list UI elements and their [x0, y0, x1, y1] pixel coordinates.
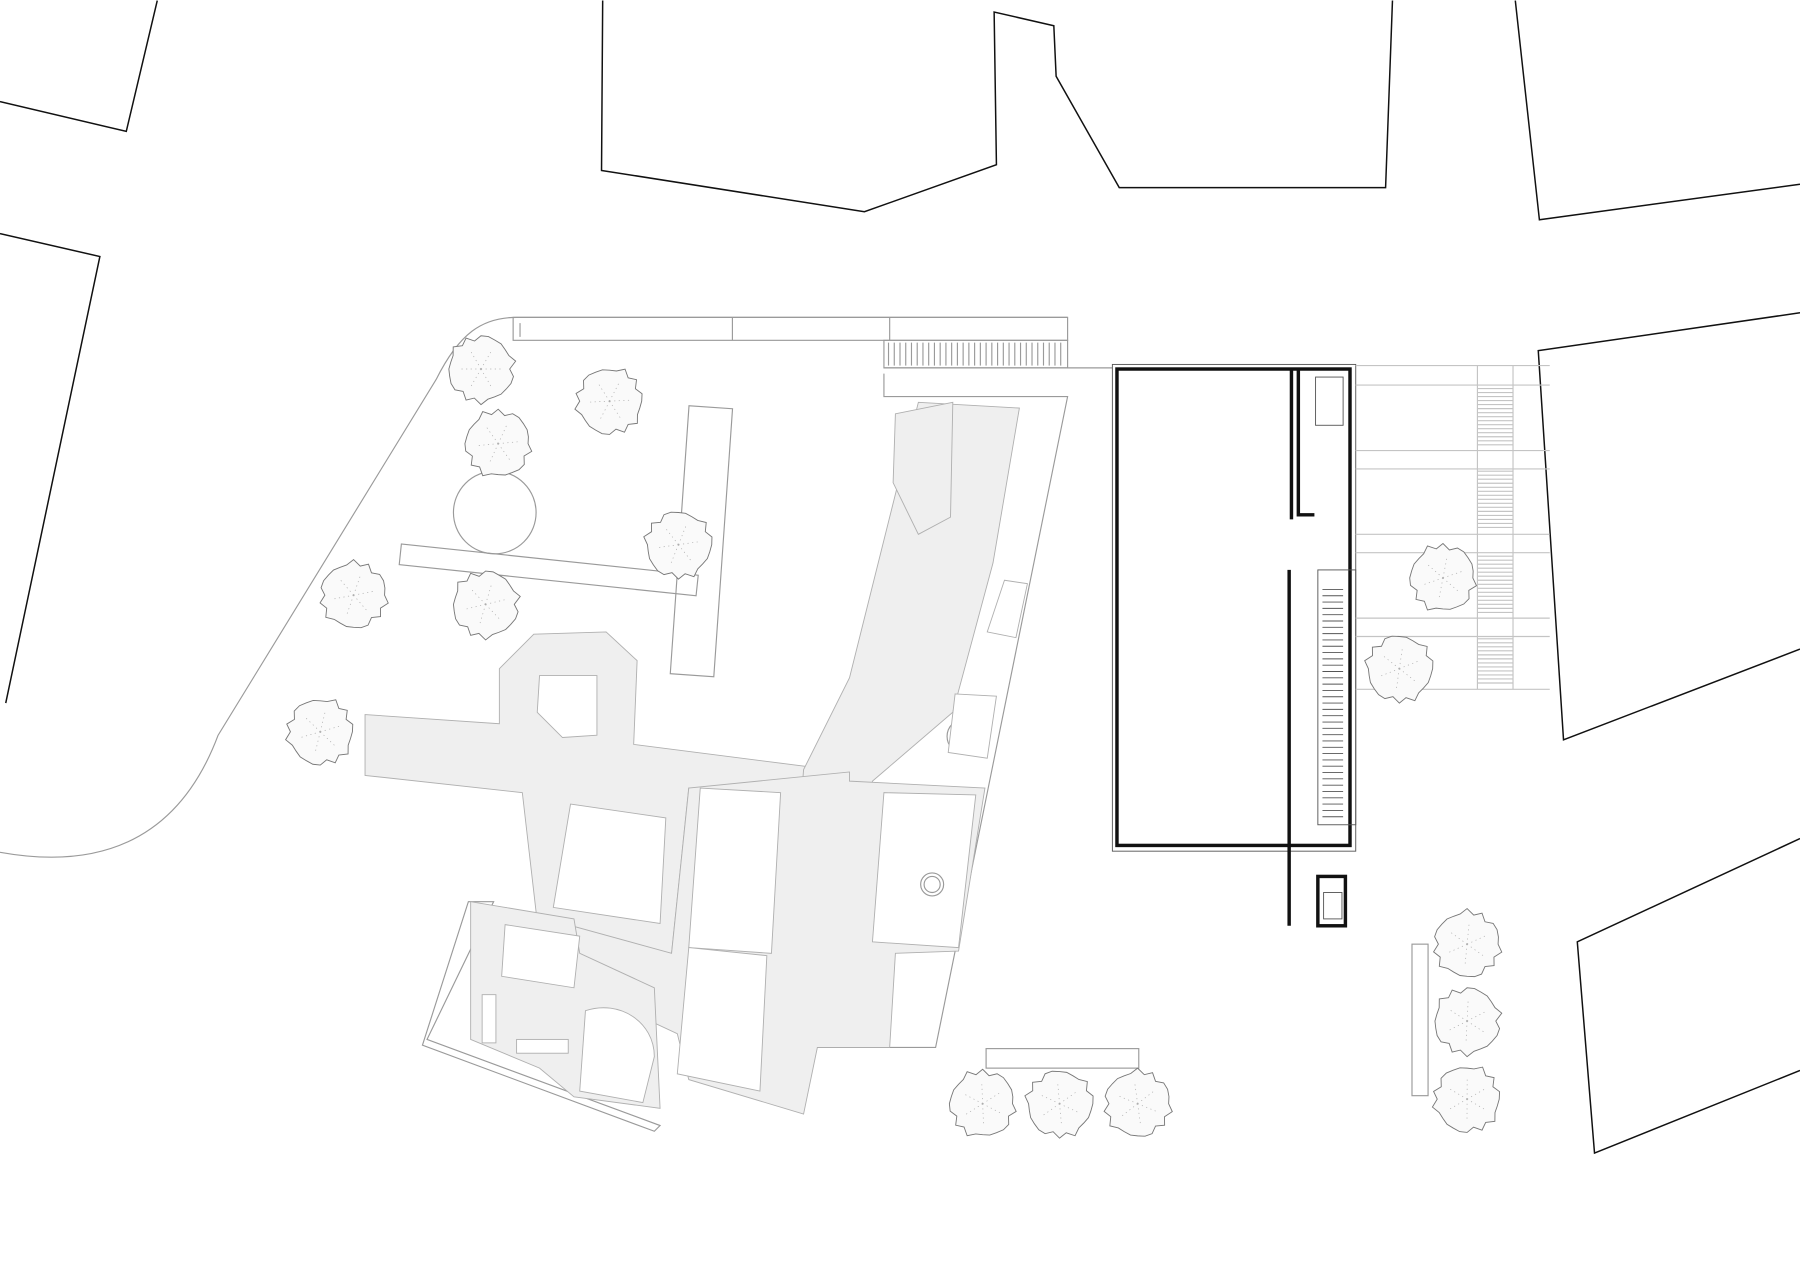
round-lawn — [452, 470, 537, 555]
building-top-left — [0, 0, 158, 133]
building-top-middle — [600, 0, 1394, 213]
building-top-right — [1514, 0, 1800, 221]
neighbouring-buildings — [0, 0, 1800, 1155]
lift-shaft — [1315, 376, 1344, 426]
tree-icon — [574, 368, 643, 435]
site-boundary-curve — [0, 316, 1068, 858]
tree-icon — [948, 1068, 1017, 1137]
tree-icon — [1364, 635, 1434, 704]
tree-icon — [1434, 987, 1503, 1058]
tree-icon — [319, 558, 389, 629]
tree-icon — [1431, 1066, 1501, 1133]
tree-icon — [464, 408, 533, 477]
tree-icon — [448, 335, 517, 406]
building-left — [0, 232, 101, 704]
building-inner-wall — [1115, 367, 1352, 848]
trees — [285, 335, 1503, 1139]
tree-icon — [285, 699, 354, 766]
ruins — [364, 401, 1028, 1115]
tree-icon — [643, 511, 713, 580]
north-bench-strip — [512, 316, 1069, 341]
building-right-bottom — [1576, 837, 1800, 1155]
ramp-steps — [887, 342, 1062, 366]
staircase — [1317, 569, 1357, 826]
building-outer-wall — [1111, 363, 1357, 852]
tree-icon — [1103, 1067, 1173, 1137]
tree-icon — [1024, 1070, 1094, 1139]
east-bench — [1411, 943, 1429, 1097]
site-outline — [0, 316, 1429, 1132]
tree-icon — [1409, 542, 1478, 611]
staircase-treads — [1322, 588, 1344, 818]
tree-icon — [1432, 907, 1503, 978]
building-right-middle — [1537, 312, 1800, 741]
east-plaza — [1355, 365, 1550, 690]
small-well — [920, 872, 945, 897]
tree-icon — [452, 570, 521, 641]
south-bench — [985, 1048, 1140, 1069]
museum-building — [1111, 363, 1357, 928]
lift-shaft-south — [1323, 892, 1343, 920]
